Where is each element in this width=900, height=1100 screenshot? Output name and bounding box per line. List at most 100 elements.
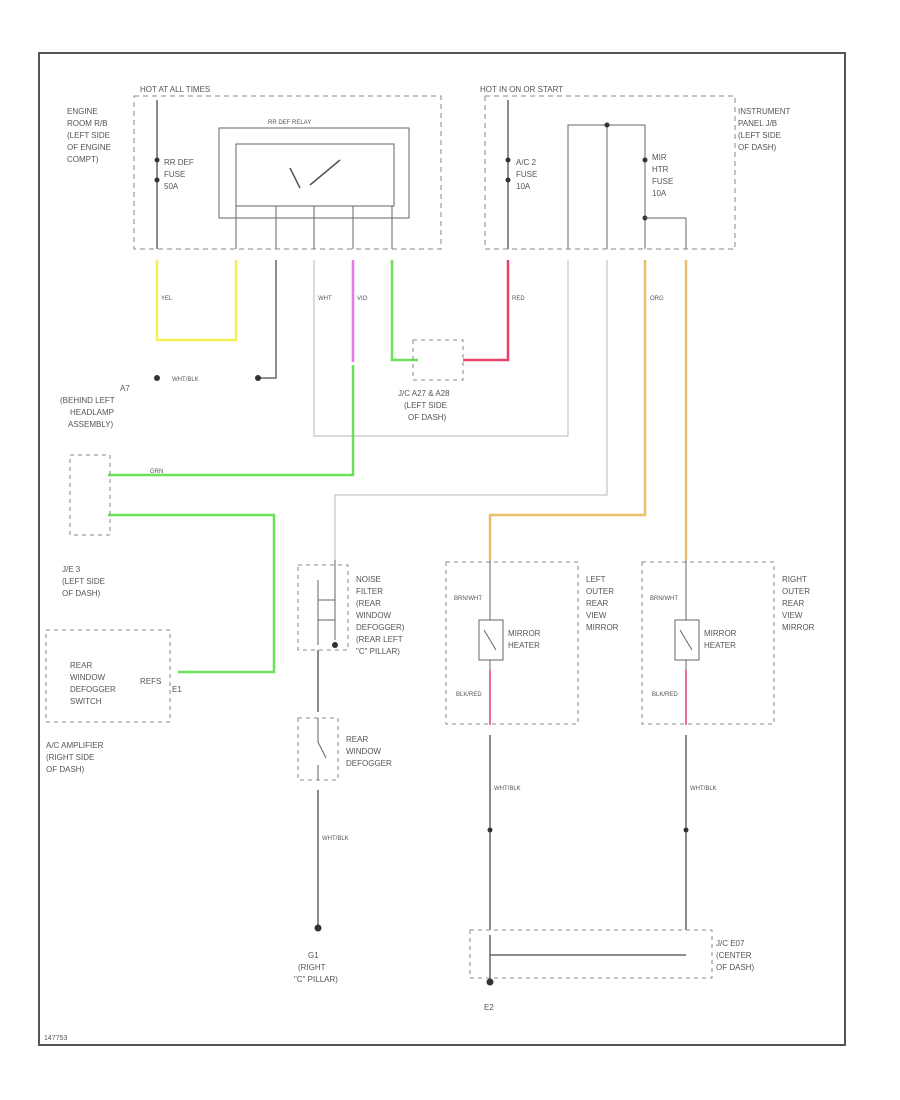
svg-text:J/C A27 & A28: J/C A27 & A28 [398, 389, 450, 398]
defogger-element [317, 718, 327, 780]
right-heater-label: MIRROR HEATER [704, 629, 737, 650]
left-mirror-label: LEFT OUTER REAR VIEW MIRROR [586, 575, 619, 632]
engine-room-rb-label: ENGINE ROOM R/B (LEFT SIDE OF ENGINE COM… [67, 107, 111, 164]
svg-text:REAR: REAR [782, 599, 804, 608]
wire-grn-label: GRN [150, 469, 163, 475]
wire-red [463, 260, 510, 362]
right-mirror-box [641, 561, 775, 725]
svg-text:ENGINE: ENGINE [67, 107, 98, 116]
left-mirror-heater [478, 619, 504, 661]
fuse-dot [154, 177, 160, 183]
instrument-jb-box [484, 95, 736, 250]
wire-yel-loop [155, 260, 238, 342]
svg-text:(RIGHT: (RIGHT [298, 963, 326, 972]
svg-text:WINDOW: WINDOW [70, 673, 106, 682]
svg-text:OF DASH): OF DASH) [716, 963, 755, 972]
svg-text:(LEFT SIDE: (LEFT SIDE [67, 131, 110, 140]
svg-text:WINDOW: WINDOW [346, 747, 382, 756]
wire-org-label: ORG [650, 296, 664, 302]
wire-wht-blk-label: WHT/BLK [494, 786, 521, 792]
svg-text:"C" PILLAR): "C" PILLAR) [294, 975, 338, 984]
brn-wht-label: BRN/WHT [650, 596, 678, 602]
jc-a27-label: J/C A27 & A28 (LEFT SIDE OF DASH) [398, 389, 450, 422]
blk-red-label: BLK/RED [652, 692, 678, 698]
splice-dot [255, 375, 261, 381]
svg-text:10A: 10A [516, 182, 531, 191]
wire-wht-ac [313, 260, 569, 437]
rr-def-fuse-label: RR DEF FUSE 50A [164, 158, 194, 191]
mir-fuse-label: MIR HTR FUSE 10A [652, 153, 673, 198]
ground-right-label: G1 (RIGHT "C" PILLAR) [294, 951, 338, 984]
right-mirror-heater [674, 619, 700, 661]
svg-text:FUSE: FUSE [652, 177, 673, 186]
instrument-jb-label: INSTRUMENT PANEL J/B (LEFT SIDE OF DASH) [738, 107, 791, 152]
svg-text:A/C 2: A/C 2 [516, 158, 537, 167]
ground-point [314, 924, 322, 932]
svg-text:(CENTER: (CENTER [716, 951, 752, 960]
svg-text:VIEW: VIEW [586, 611, 607, 620]
noise-filter-internals [317, 560, 336, 645]
svg-text:OF ENGINE: OF ENGINE [67, 143, 111, 152]
figure-id: 147753 [44, 1035, 67, 1042]
svg-text:INSTRUMENT: INSTRUMENT [738, 107, 791, 116]
svg-text:REAR: REAR [346, 735, 368, 744]
wire-wht-blk-label: WHT/BLK [690, 786, 717, 792]
jc-e07-bus [489, 935, 686, 982]
svg-text:HEATER: HEATER [704, 641, 736, 650]
noise-filter-label: NOISE FILTER (REAR WINDOW DEFOGGER) (REA… [356, 575, 405, 656]
svg-text:MIR: MIR [652, 153, 667, 162]
refs-label: REFS [140, 677, 161, 686]
svg-text:REAR: REAR [586, 599, 608, 608]
svg-text:OF DASH): OF DASH) [46, 765, 85, 774]
svg-text:G1: G1 [308, 951, 319, 960]
fuse-dot [154, 157, 160, 163]
svg-text:(BEHIND LEFT: (BEHIND LEFT [60, 396, 115, 405]
svg-text:DEFOGGER): DEFOGGER) [356, 623, 405, 632]
svg-text:50A: 50A [164, 182, 179, 191]
svg-text:MIRROR: MIRROR [586, 623, 619, 632]
svg-text:OF DASH): OF DASH) [738, 143, 777, 152]
splice-dot [604, 122, 610, 128]
wire-yel-label: YEL [161, 296, 173, 302]
svg-text:(LEFT SIDE: (LEFT SIDE [404, 401, 447, 410]
svg-text:WINDOW: WINDOW [356, 611, 392, 620]
svg-text:(LEFT SIDE: (LEFT SIDE [738, 131, 781, 140]
je3-box [69, 454, 111, 536]
svg-text:PANEL J/B: PANEL J/B [738, 119, 777, 128]
wire-wht-blk-label: WHT/BLK [172, 377, 199, 383]
wire-wht-blk-label: WHT/BLK [322, 836, 349, 842]
ac2-fuse-label: A/C 2 FUSE 10A [516, 158, 537, 191]
svg-text:10A: 10A [652, 189, 667, 198]
ground-dot [332, 642, 338, 648]
brn-wht-label: BRN/WHT [454, 596, 482, 602]
svg-text:DEFOGGER: DEFOGGER [70, 685, 116, 694]
ac-amplifier-label: A/C AMPLIFIER (RIGHT SIDE OF DASH) [46, 741, 104, 774]
svg-text:LEFT: LEFT [586, 575, 606, 584]
left-heater-label: MIRROR HEATER [508, 629, 541, 650]
svg-text:HEATER: HEATER [508, 641, 540, 650]
fuse-dot [505, 157, 511, 163]
relay-switch [289, 159, 341, 189]
hot-at-label: HOT AT ALL TIMES [140, 85, 210, 94]
wire-vio-label: VIO [357, 296, 368, 302]
svg-text:FILTER: FILTER [356, 587, 383, 596]
je3-label: J/E 3 (LEFT SIDE OF DASH) [62, 565, 105, 598]
wire-grn-jc [390, 260, 418, 362]
connector-dot [683, 827, 689, 833]
a7-label: A7 (BEHIND LEFT HEADLAMP ASSEMBLY) [60, 384, 130, 429]
rr-def-relay [218, 127, 410, 219]
svg-text:MIRROR: MIRROR [704, 629, 737, 638]
fuse-dot [642, 157, 648, 163]
svg-text:OUTER: OUTER [586, 587, 614, 596]
left-mirror-box [445, 561, 579, 725]
e1-label: E1 [172, 685, 182, 694]
svg-text:(RIGHT SIDE: (RIGHT SIDE [46, 753, 94, 762]
svg-text:ROOM R/B: ROOM R/B [67, 119, 107, 128]
splice-dot [154, 375, 160, 381]
svg-text:(REAR: (REAR [356, 599, 381, 608]
svg-text:HEADLAMP: HEADLAMP [70, 408, 114, 417]
svg-text:NOISE: NOISE [356, 575, 381, 584]
ac-switch-label: REAR WINDOW DEFOGGER SWITCH [70, 661, 116, 706]
wire-wht-filter [334, 260, 608, 560]
svg-text:MIRROR: MIRROR [508, 629, 541, 638]
